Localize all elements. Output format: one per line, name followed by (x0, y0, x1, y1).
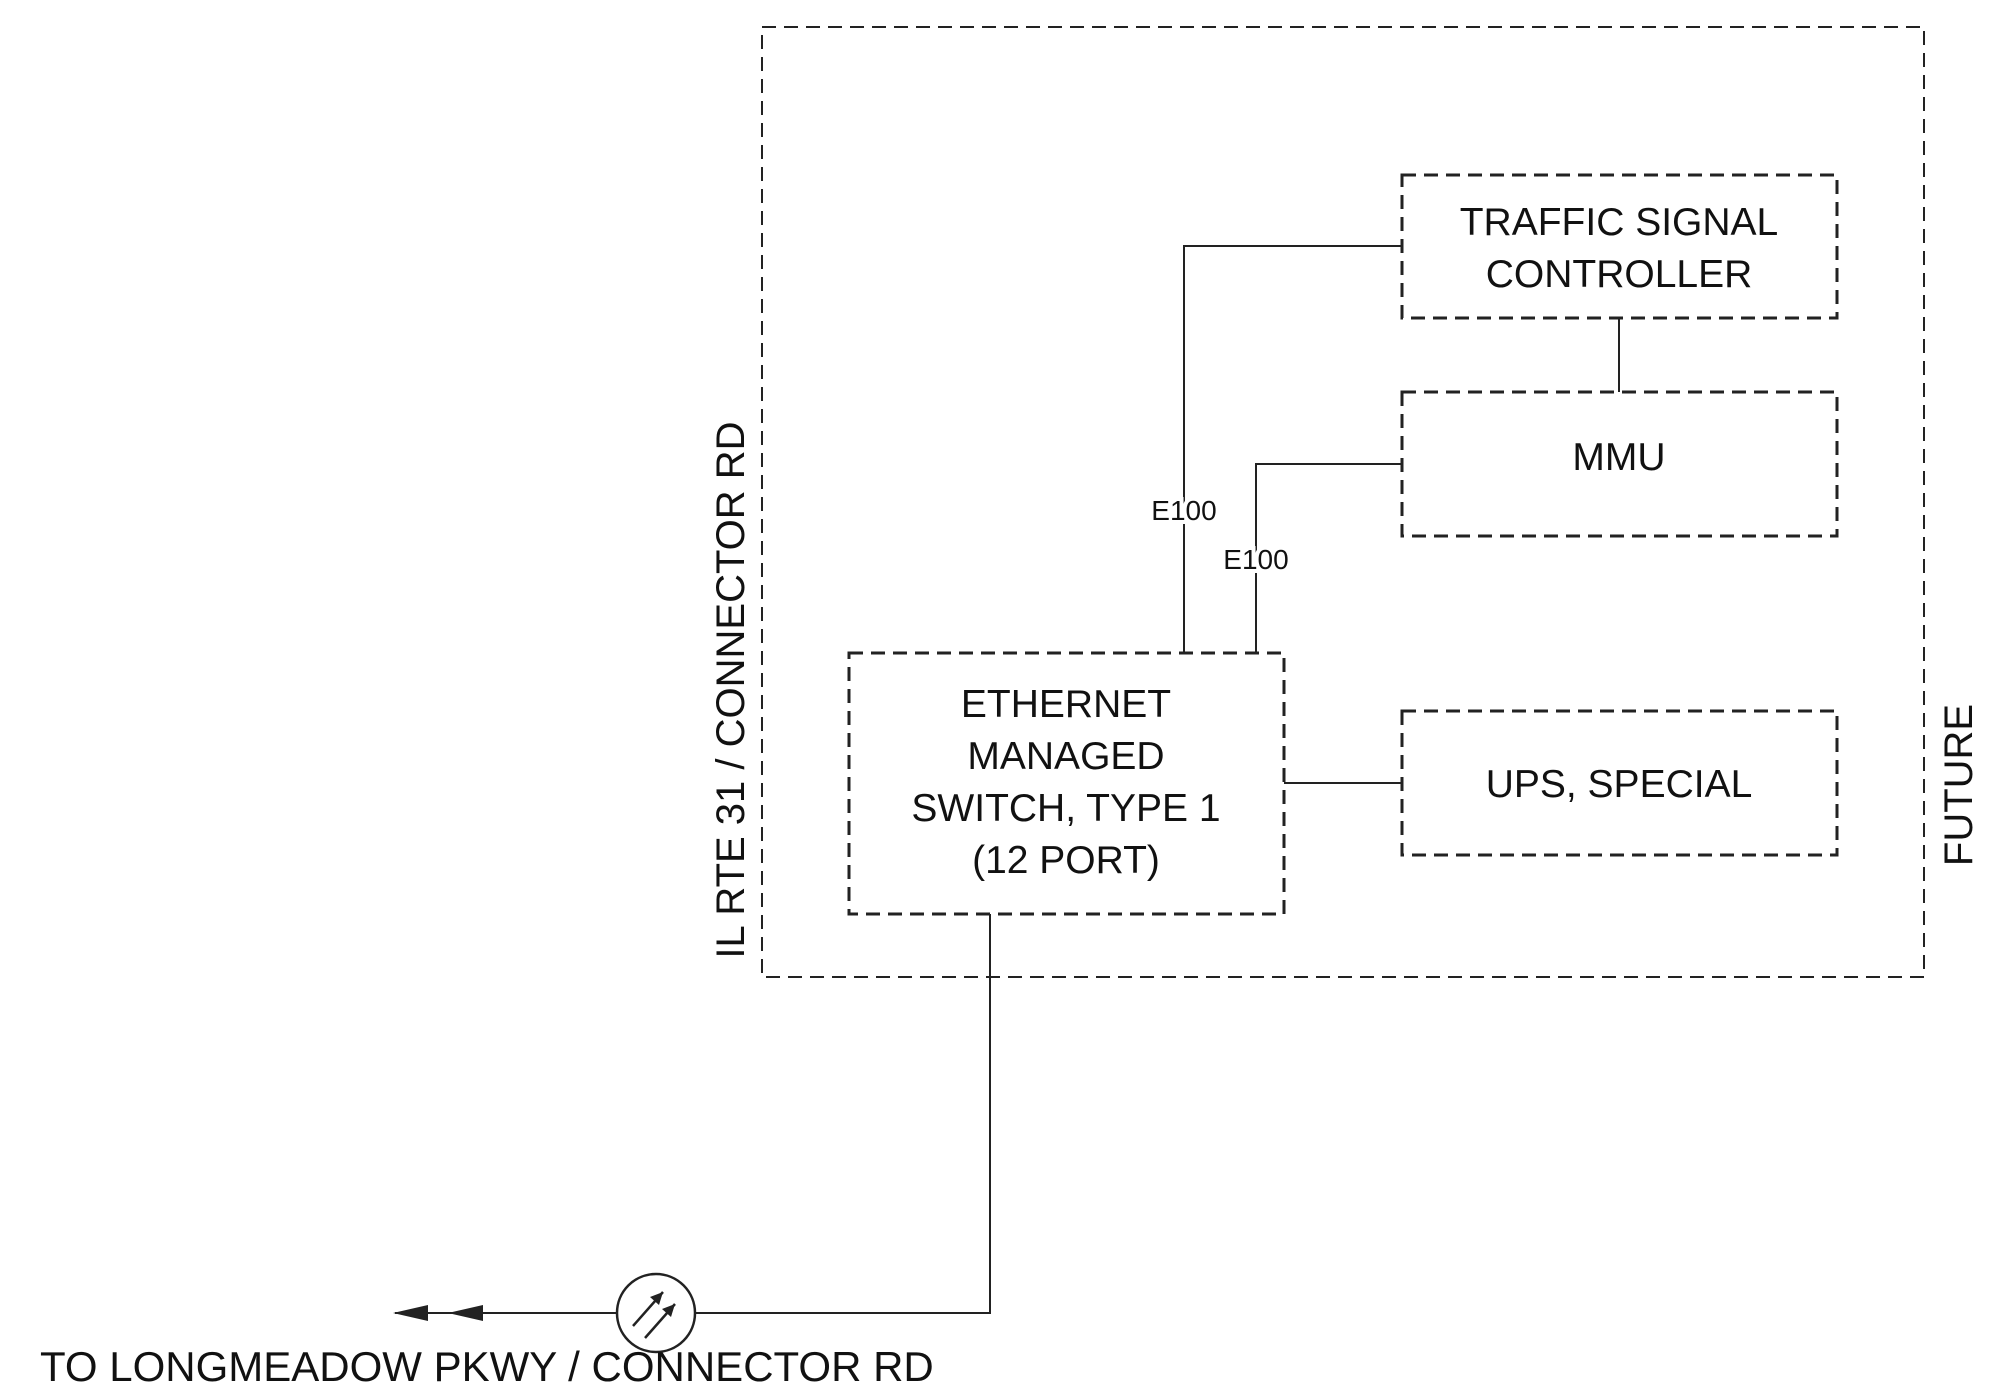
ethernet-switch-box: ETHERNET MANAGED SWITCH, TYPE 1 (12 PORT… (847, 651, 1286, 916)
cabinet-boundary (761, 26, 1925, 978)
destination-label: TO LONGMEADOW PKWY / CONNECTOR RD (40, 1343, 934, 1390)
ethernet-switch-label-line1: ETHERNET (961, 683, 1171, 726)
ethernet-switch-label-line2: MANAGED (967, 735, 1164, 778)
ethernet-switch-label-line4: (12 PORT) (972, 839, 1160, 882)
double-arrow-left-icon (393, 1305, 483, 1321)
link-switch-to-mmu (1255, 463, 1402, 653)
ups-special-box: UPS, SPECIAL (1400, 709, 1839, 857)
link-switch-to-external (695, 914, 991, 1314)
location-label: IL RTE 31 / CONNECTOR RD (709, 421, 753, 958)
link-label-controller: E100 (1151, 495, 1216, 526)
optical-connector-icon (615, 1272, 697, 1354)
traffic-signal-controller-label-line2: CONTROLLER (1486, 253, 1753, 296)
traffic-signal-controller-label-line1: TRAFFIC SIGNAL (1460, 201, 1779, 244)
future-label: FUTURE (1937, 704, 1981, 866)
ethernet-switch-label-line3: SWITCH, TYPE 1 (911, 787, 1220, 830)
mmu-label: MMU (1572, 436, 1665, 479)
ups-special-label: UPS, SPECIAL (1486, 763, 1753, 806)
traffic-signal-controller-box: TRAFFIC SIGNAL CONTROLLER (1400, 173, 1839, 320)
link-switch-to-controller (1183, 245, 1402, 653)
mmu-box: MMU (1400, 390, 1839, 538)
link-label-mmu: E100 (1223, 544, 1288, 575)
